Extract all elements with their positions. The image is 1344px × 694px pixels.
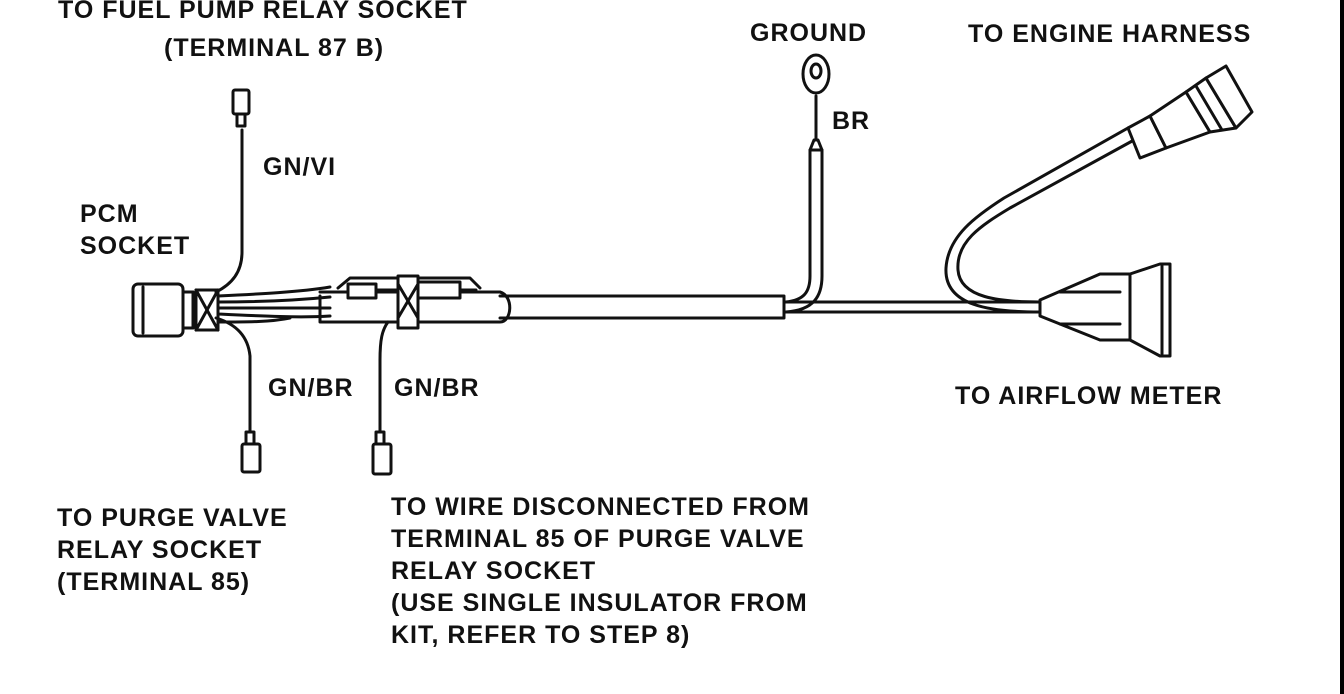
gn-br-left-wire: [214, 316, 262, 474]
gn-vi-label: GN/VI: [263, 153, 337, 181]
purge-valve-relay-line-3: (TERMINAL 85): [57, 568, 251, 596]
pcm-socket-connector: [131, 282, 220, 338]
gn-br-right-wire: [371, 320, 393, 476]
gn-br-left-label: GN/BR: [268, 374, 354, 402]
pcm-socket-line-2: SOCKET: [80, 232, 191, 260]
wire-disconnected-line-3: RELAY SOCKET: [391, 557, 597, 585]
br-label: BR: [832, 107, 871, 135]
wire-disconnected-line-5: KIT, REFER TO STEP 8): [391, 621, 691, 649]
fuel-pump-relay-line-1: TO FUEL PUMP RELAY SOCKET: [58, 0, 468, 24]
airflow-meter-connector: [1038, 262, 1172, 358]
wire-disconnected-label: TO WIRE DISCONNECTED FROM TERMINAL 85 OF…: [391, 491, 810, 651]
fuel-pump-relay-label: TO FUEL PUMP RELAY SOCKET (TERMINAL 87 B…: [58, 0, 468, 64]
wire-disconnected-line-1: TO WIRE DISCONNECTED FROM: [391, 493, 810, 521]
scan-border: [1340, 0, 1344, 694]
gn-br-right-label: GN/BR: [394, 374, 480, 402]
wire-disconnected-line-2: TERMINAL 85 OF PURGE VALVE: [391, 525, 805, 553]
fuel-pump-relay-line-2: (TERMINAL 87 B): [164, 34, 385, 62]
engine-harness-label: TO ENGINE HARNESS: [968, 20, 1252, 48]
airflow-meter-label: TO AIRFLOW METER: [955, 382, 1223, 410]
pcm-socket-label: PCM SOCKET: [80, 198, 190, 262]
pcm-socket-line-1: PCM: [80, 200, 139, 228]
wire-disconnected-line-4: (USE SINGLE INSULATOR FROM: [391, 589, 808, 617]
gn-vi-wire: [214, 88, 251, 294]
ground-wire: [784, 53, 831, 314]
pcm-wire-bundle: [216, 285, 332, 324]
splice-section: [318, 274, 512, 330]
ground-label: GROUND: [750, 19, 868, 47]
purge-valve-relay-label: TO PURGE VALVE RELAY SOCKET (TERMINAL 85…: [57, 502, 288, 598]
engine-harness-branch: [944, 64, 1254, 314]
purge-valve-relay-line-2: RELAY SOCKET: [57, 536, 263, 564]
purge-valve-relay-line-1: TO PURGE VALVE: [57, 504, 288, 532]
main-harness-sheath: [498, 294, 1042, 320]
